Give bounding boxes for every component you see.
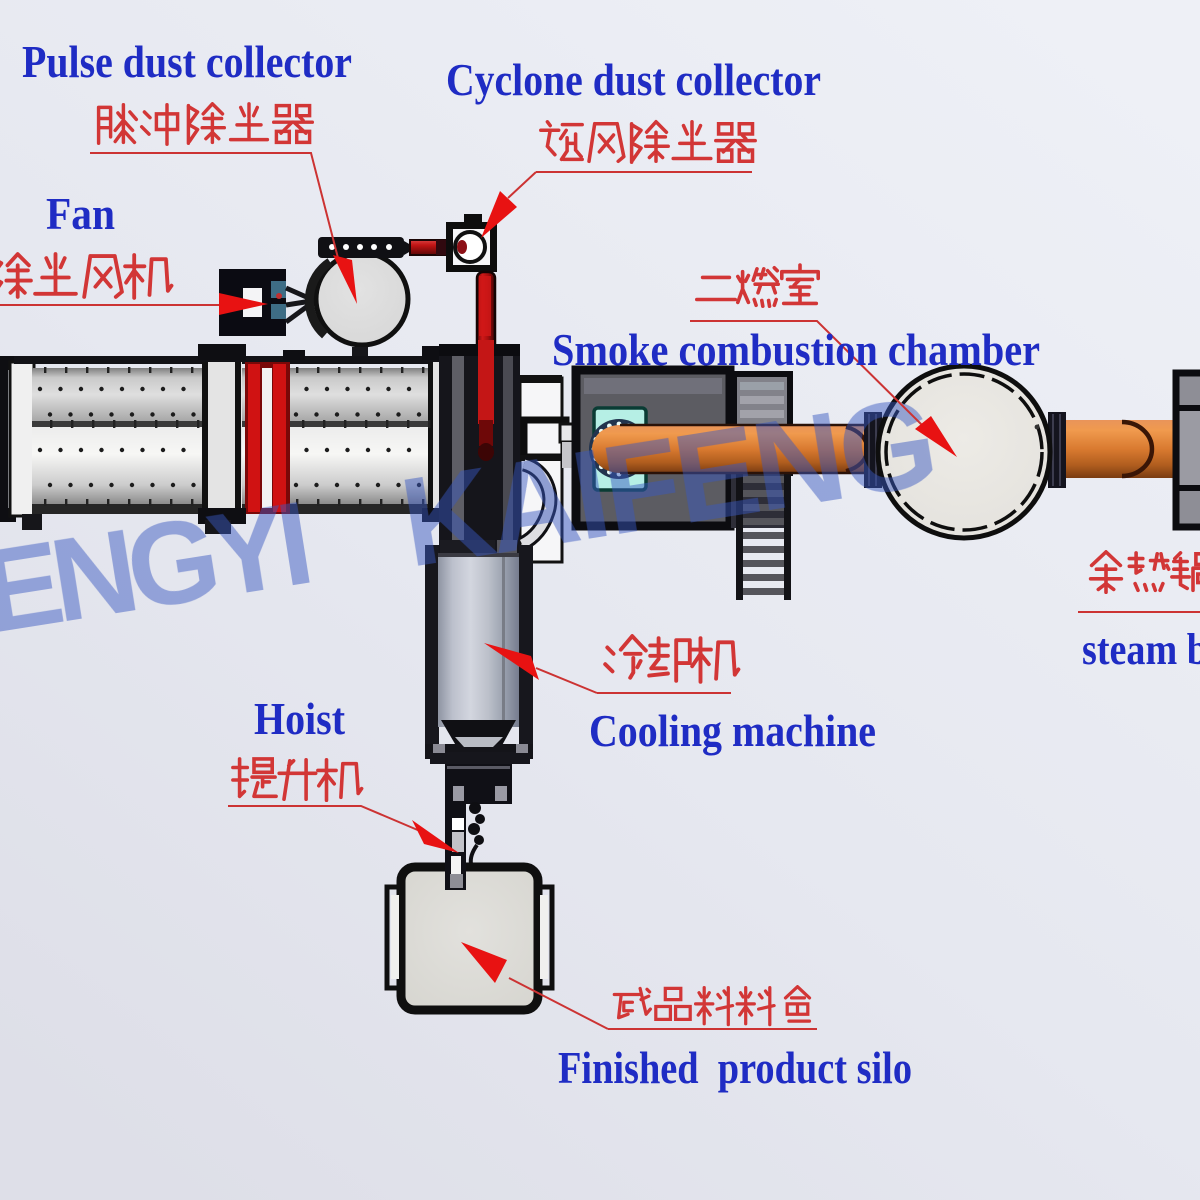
svg-text:Finished product silo: Finished product silo [558, 1042, 912, 1093]
svg-text:Pulse dust collector: Pulse dust collector [22, 36, 352, 87]
svg-text:Fan: Fan [46, 188, 115, 239]
svg-text:Cooling machine: Cooling machine [589, 705, 876, 756]
svg-text:Cyclone dust collector: Cyclone dust collector [446, 54, 821, 105]
svg-text:Smoke combustion chamber: Smoke combustion chamber [552, 324, 1040, 375]
svg-text:steam boiler: steam boiler [1082, 625, 1200, 674]
svg-text:Hoist: Hoist [254, 693, 346, 744]
